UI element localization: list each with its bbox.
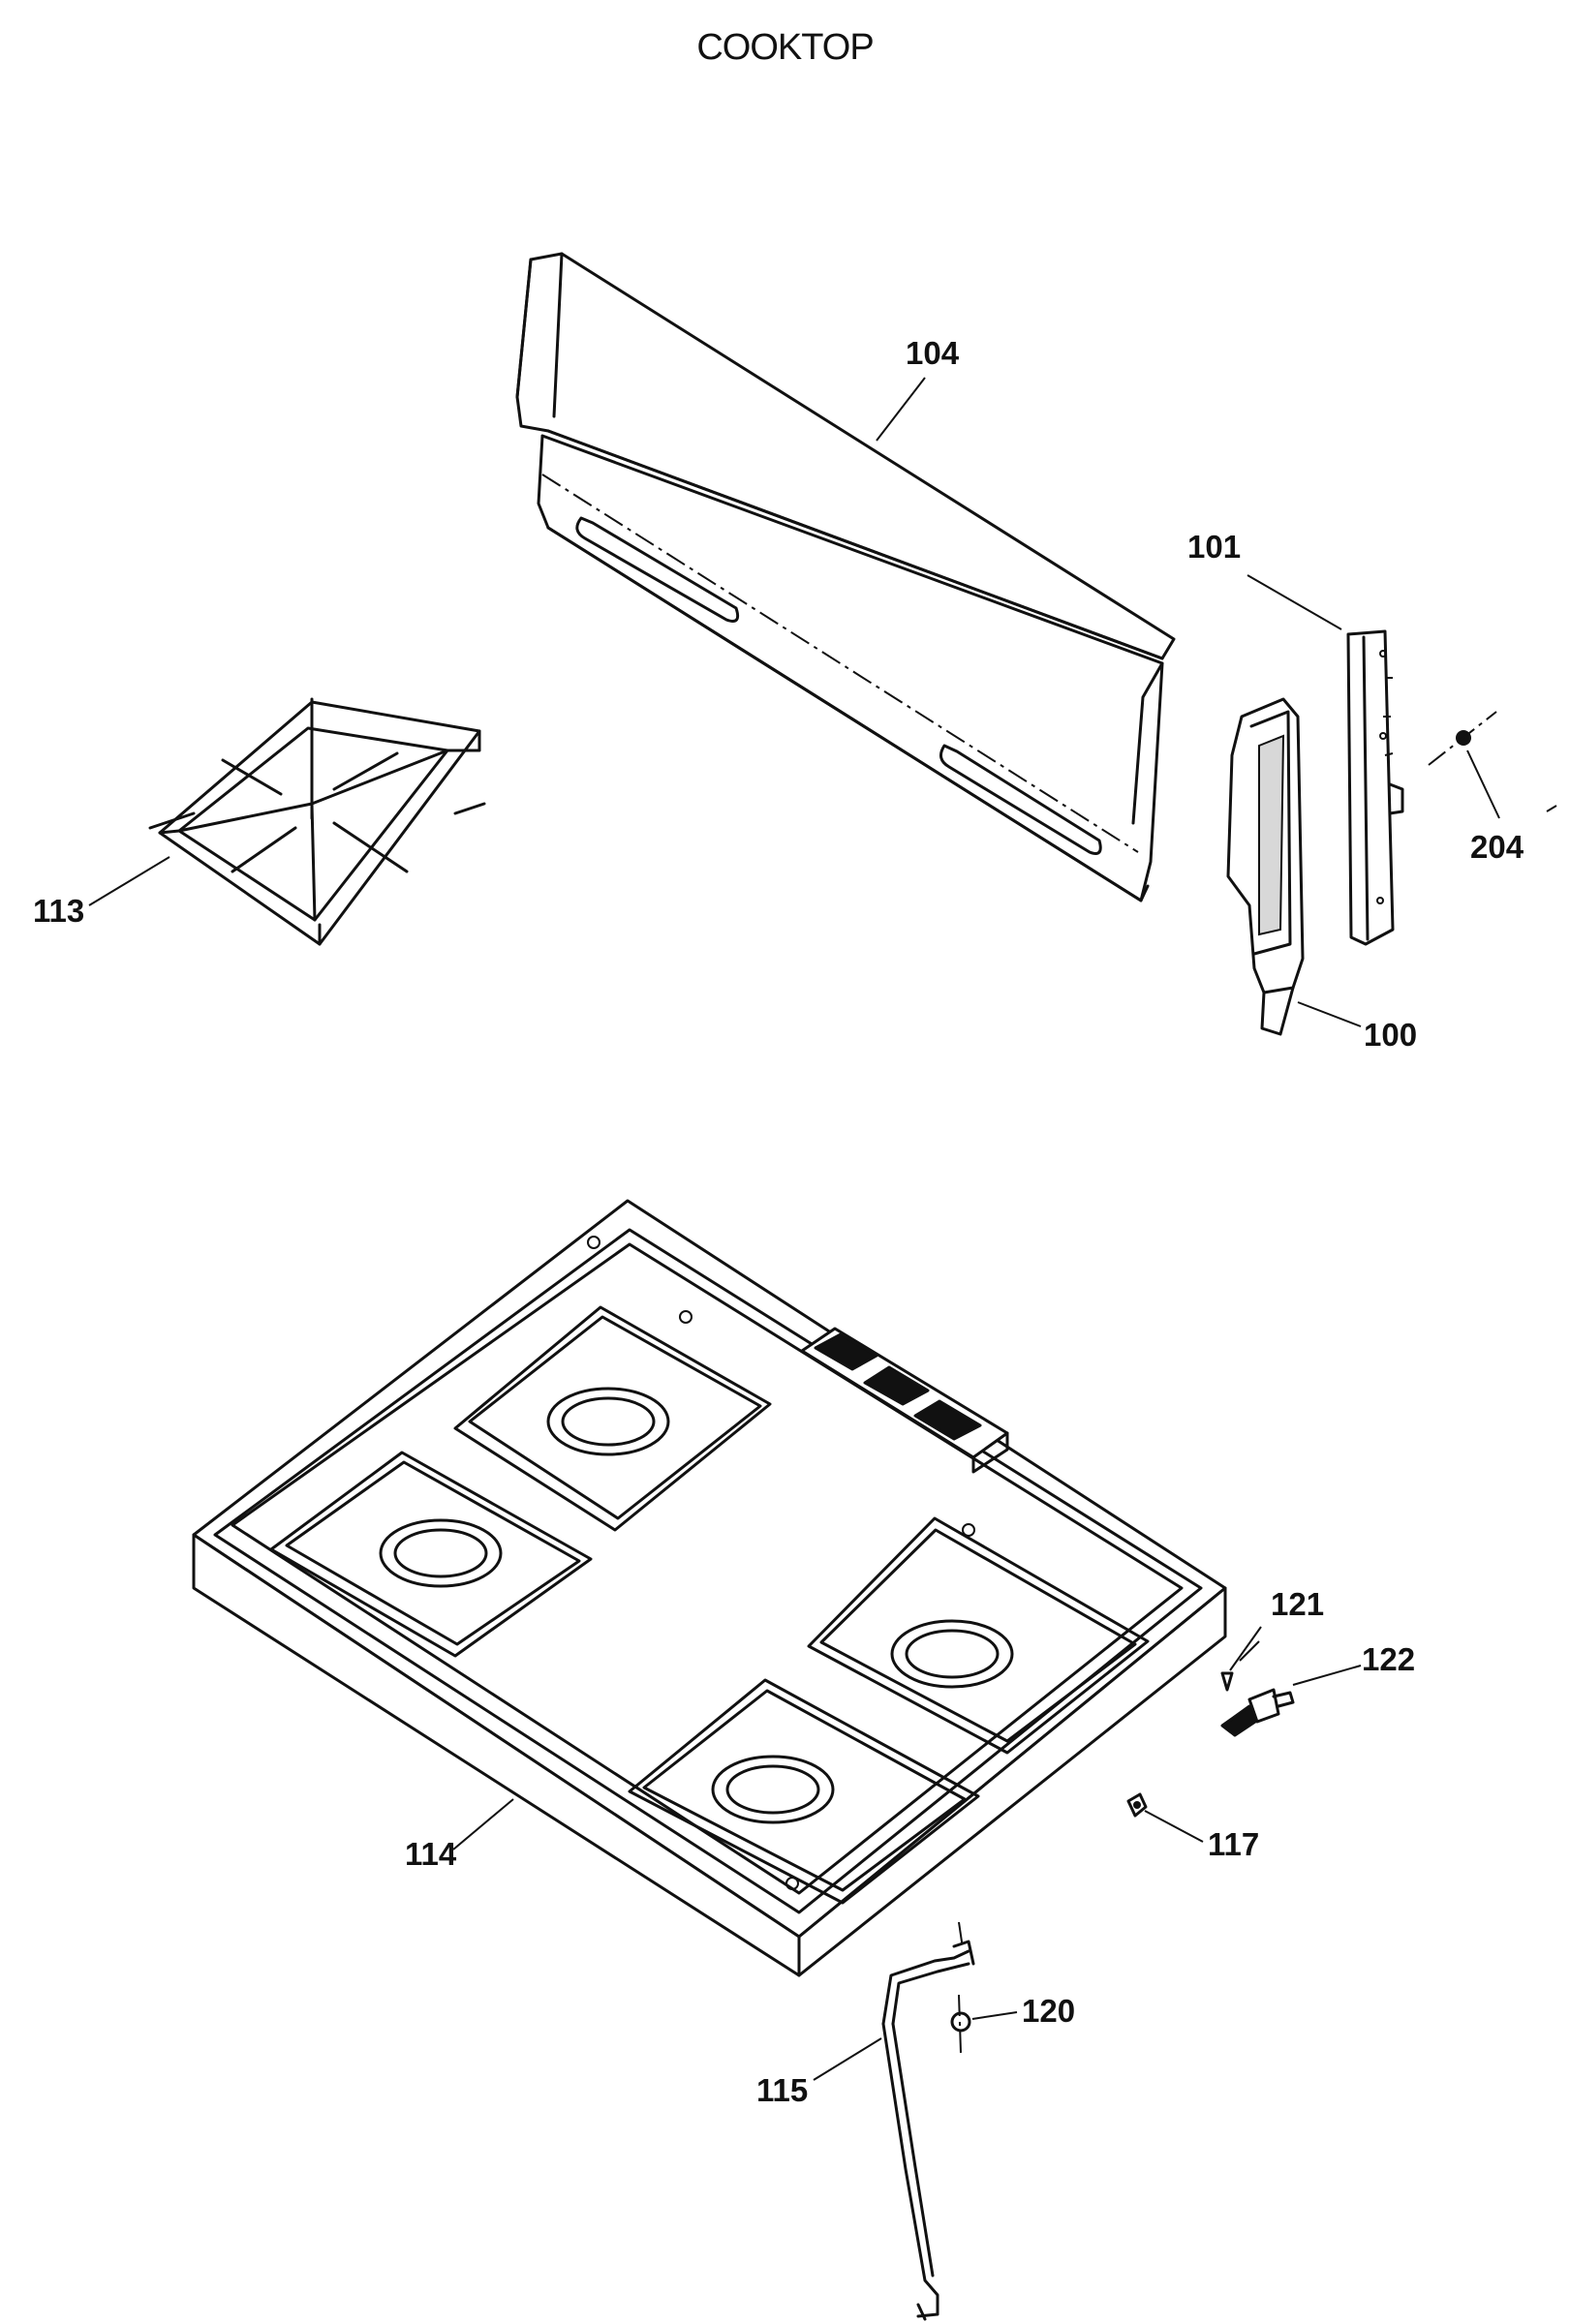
screw-120 xyxy=(950,1994,971,2054)
callout-122: 122 xyxy=(1362,1641,1416,1677)
callout-121: 121 xyxy=(1271,1586,1325,1622)
support-rod-115 xyxy=(881,1921,975,2321)
callout-115: 115 xyxy=(756,2072,809,2108)
nut-117 xyxy=(1126,1792,1148,1818)
end-cap-100 xyxy=(1226,697,1305,1036)
callout-100: 100 xyxy=(1364,1017,1418,1053)
callout-113: 113 xyxy=(33,893,85,929)
callout-204: 204 xyxy=(1470,829,1524,865)
callout-101: 101 xyxy=(1187,529,1242,565)
callout-104: 104 xyxy=(906,335,960,371)
callout-114: 114 xyxy=(405,1836,457,1872)
diagram-title: COOKTOP xyxy=(696,27,874,68)
callout-120: 120 xyxy=(1022,1993,1076,2029)
leader-lines xyxy=(88,377,1500,2081)
callout-117: 117 xyxy=(1208,1826,1260,1862)
backsplash-104 xyxy=(515,252,1176,902)
burner-grate-113 xyxy=(148,697,486,946)
screw-204 xyxy=(1428,711,1557,812)
switch-122 xyxy=(1220,1688,1295,1737)
screw-121 xyxy=(1220,1640,1260,1692)
cooktop-114 xyxy=(192,1199,1227,1977)
side-bracket-101 xyxy=(1346,629,1404,946)
